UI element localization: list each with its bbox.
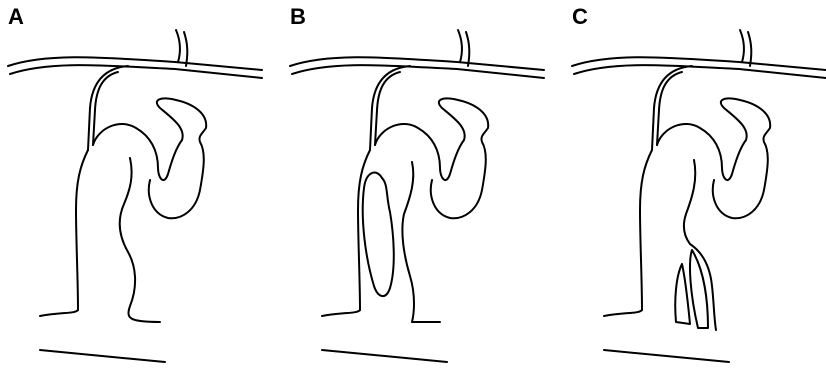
panel-a-vessel bbox=[8, 30, 262, 362]
panel-c-vessel bbox=[572, 30, 826, 362]
panel-label-c: C bbox=[572, 4, 588, 29]
panel-b: B bbox=[290, 4, 544, 362]
panel-label-b: B bbox=[290, 4, 306, 29]
panel-a: A bbox=[8, 4, 262, 362]
panel-c: C bbox=[572, 4, 826, 362]
panel-b-vessel bbox=[290, 30, 544, 362]
panel-label-a: A bbox=[8, 4, 24, 29]
